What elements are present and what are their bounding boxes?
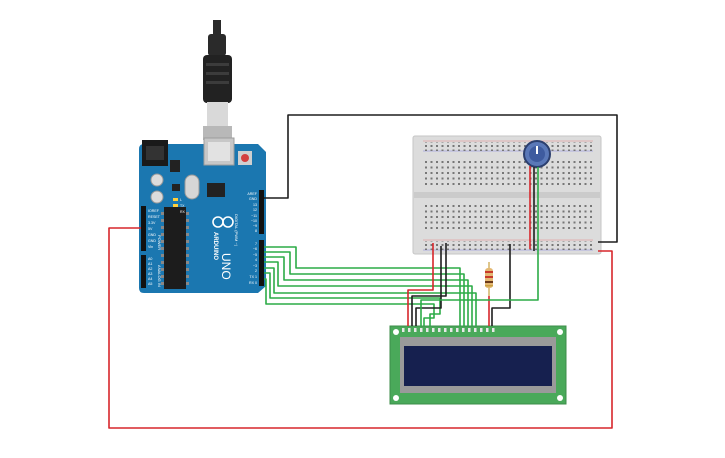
svg-text:~9: ~9: [253, 224, 257, 228]
svg-text:A1: A1: [148, 262, 152, 266]
svg-text:~11: ~11: [251, 214, 257, 218]
svg-text:GND: GND: [249, 197, 257, 201]
breadboard-terminal-top: [423, 160, 593, 188]
wire-data-6[interactable]: [264, 272, 441, 326]
power-pin-labels: IOREF RESET 3.3V 5V GND GND Vin: [148, 209, 161, 249]
svg-text:12: 12: [253, 208, 257, 212]
svg-text:Vin: Vin: [148, 245, 153, 249]
arduino-uno-board[interactable]: ARDUINO UNO DIGITAL (PWM ~) POWER ANALOG…: [139, 137, 266, 293]
wire-lcd-rw[interactable]: [415, 246, 442, 326]
svg-text:5V: 5V: [148, 227, 153, 231]
lcd-screen: [404, 346, 552, 386]
svg-text:GND: GND: [148, 233, 156, 237]
wire-5v[interactable]: [108, 227, 613, 429]
power-header: [141, 206, 146, 251]
potentiometer[interactable]: [523, 140, 551, 168]
usb-cable[interactable]: [203, 20, 232, 140]
led-tx-label: TX: [180, 204, 185, 208]
svg-text:~10: ~10: [251, 219, 257, 223]
resistor[interactable]: [485, 262, 493, 296]
svg-text:AREF: AREF: [247, 192, 257, 196]
led-l-label: L: [180, 198, 182, 202]
svg-text:A3: A3: [148, 272, 152, 276]
svg-text:RX 0: RX 0: [249, 281, 257, 285]
digital-header-top: [259, 190, 264, 234]
model-text: UNO: [219, 253, 233, 280]
led-rx-label: RX: [180, 210, 186, 214]
svg-text:TX 1: TX 1: [249, 275, 257, 279]
wire-data-2[interactable]: [264, 251, 465, 326]
breadboard-rail-bottom: [423, 241, 593, 250]
lcd-pin-header: [402, 328, 495, 332]
breadboard[interactable]: [412, 135, 602, 255]
wire-lcd-vss[interactable]: [411, 243, 447, 326]
svg-text:RESET: RESET: [148, 215, 161, 219]
wire-lcd-vdd[interactable]: [407, 243, 434, 326]
analog-label: ANALOG IN: [157, 265, 162, 287]
svg-text:A2: A2: [148, 267, 152, 271]
digital-bottom-pin-labels: 7 ~6 ~5 4 ~3 2 TX 1 RX 0: [249, 242, 257, 285]
svg-text:IOREF: IOREF: [148, 209, 160, 213]
svg-text:A4: A4: [148, 277, 152, 281]
power-label: POWER: [157, 235, 162, 250]
svg-text:2: 2: [255, 269, 257, 273]
svg-text:7: 7: [255, 242, 257, 246]
svg-text:8: 8: [255, 229, 257, 233]
wire-data-7[interactable]: [264, 278, 435, 326]
wire-lcd-backlight-k[interactable]: [491, 244, 511, 326]
wire-data-3[interactable]: [264, 256, 469, 326]
arduino-logo: [212, 216, 234, 228]
atmega-chip: [164, 207, 186, 289]
analog-pin-labels: A0 A1 A2 A3 A4 A5: [148, 257, 152, 286]
breadboard-terminal-bottom: [423, 202, 593, 230]
digital-label: DIGITAL (PWM ~): [234, 214, 239, 247]
svg-text:3.3V: 3.3V: [148, 221, 156, 225]
wire-data-5[interactable]: [264, 267, 477, 326]
svg-text:4: 4: [255, 258, 257, 262]
svg-text:13: 13: [253, 203, 257, 207]
wire-gnd-top[interactable]: [264, 114, 618, 243]
svg-text:~6: ~6: [253, 247, 257, 251]
digital-top-pin-labels: AREF GND 13 12 ~11 ~10 ~9 8: [247, 192, 257, 233]
svg-text:~5: ~5: [253, 253, 257, 257]
brand-text: ARDUINO: [212, 232, 218, 260]
svg-text:~3: ~3: [253, 264, 257, 268]
digital-header-bottom: [259, 240, 264, 286]
svg-text:A0: A0: [148, 257, 152, 261]
analog-header: [141, 255, 146, 288]
wire-data-1[interactable]: [264, 246, 461, 326]
wire-pot-wiper[interactable]: [420, 167, 539, 326]
svg-text:GND: GND: [148, 239, 156, 243]
svg-text:A5: A5: [148, 282, 152, 286]
lcd-16x2[interactable]: [389, 325, 567, 405]
breadboard-rail-top: [423, 142, 593, 151]
